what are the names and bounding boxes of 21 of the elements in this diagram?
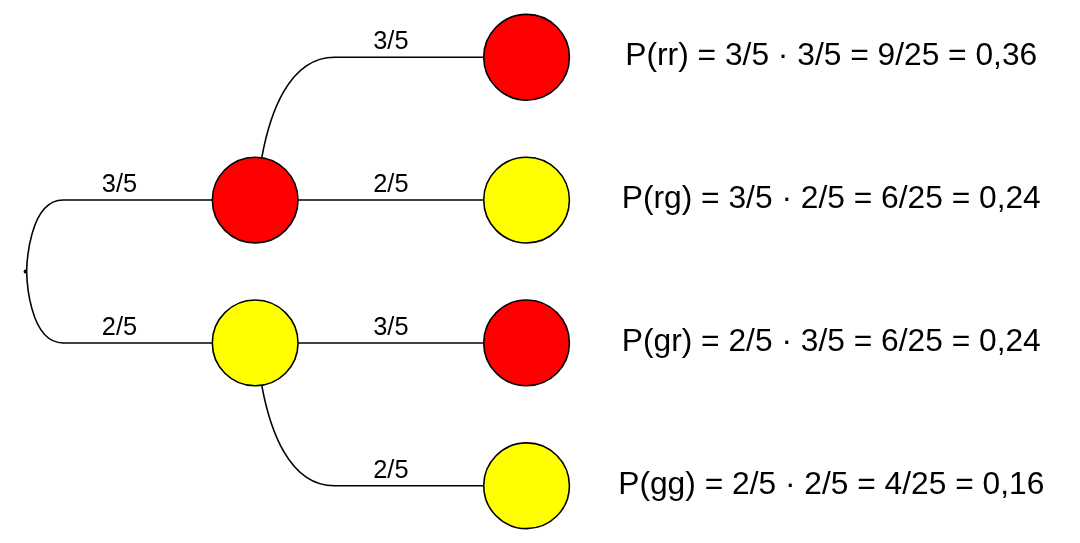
node-circle <box>211 299 299 387</box>
connector <box>260 384 484 487</box>
node-label: P(gr) = 2/5 · 3/5 = 6/25 = 0,24 <box>621 321 1041 358</box>
edge-label: 3/5 <box>372 311 409 340</box>
edge-label: 2/5 <box>372 168 409 197</box>
connector <box>297 199 484 201</box>
node-label: P(gg) = 2/5 · 2/5 = 4/25 = 0,16 <box>617 464 1044 501</box>
connector <box>260 56 484 159</box>
node-circle <box>482 13 570 101</box>
connector <box>297 342 484 344</box>
node-label: P(rg) = 3/5 · 2/5 = 6/25 = 0,24 <box>621 179 1041 216</box>
edge-label: 3/5 <box>101 168 137 197</box>
node-label: P(rr) = 3/5 · 3/5 = 9/25 = 0,36 <box>624 36 1037 73</box>
edge-label: 2/5 <box>101 311 137 340</box>
node-circle <box>482 299 570 387</box>
node-point <box>23 269 27 274</box>
node-circle <box>482 156 570 244</box>
edge-label: 2/5 <box>372 454 409 483</box>
edge-label: 3/5 <box>372 25 409 54</box>
node-circle <box>211 156 299 244</box>
node-circle <box>482 442 570 530</box>
